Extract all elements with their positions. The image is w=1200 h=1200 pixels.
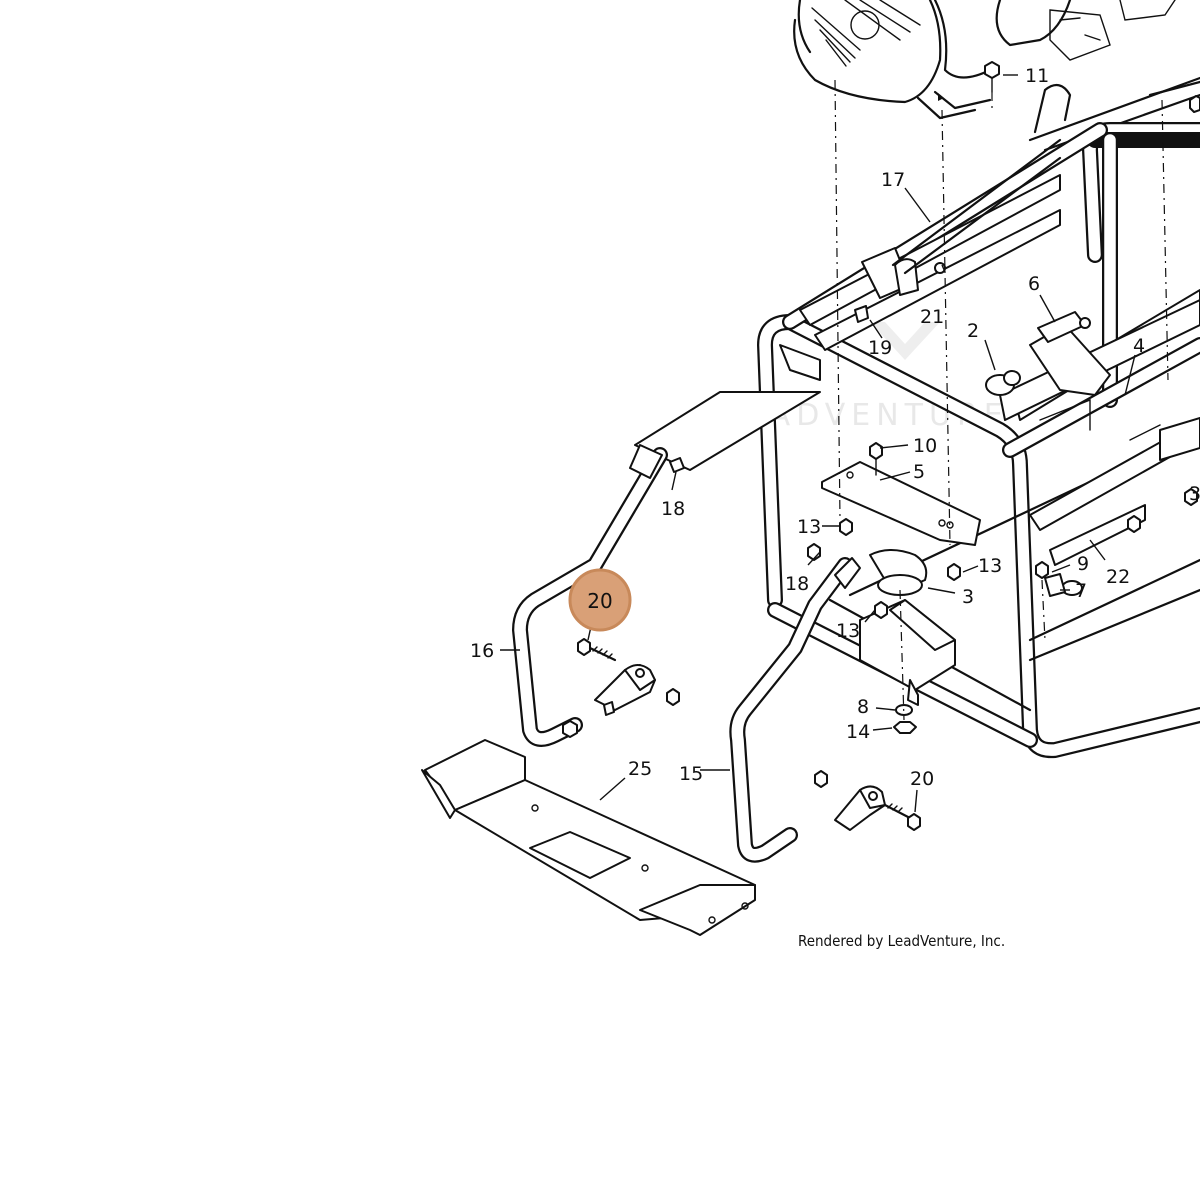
- callout-3[interactable]: 3: [962, 586, 974, 608]
- plate-and-mount: [821, 461, 1083, 706]
- callout-20-b[interactable]: 20: [910, 768, 934, 790]
- top-bracket: [854, 138, 1062, 323]
- callout-18-b[interactable]: 18: [785, 573, 809, 595]
- callout-25[interactable]: 22: [1106, 566, 1130, 588]
- callout-16[interactable]: 16: [470, 640, 494, 662]
- highlight-marker[interactable]: [568, 568, 632, 632]
- callout-2-edge[interactable]: 2: [1186, 131, 1198, 153]
- callout-6[interactable]: 6: [1028, 273, 1040, 295]
- callout-13-a[interactable]: 13: [797, 516, 821, 538]
- callout-13-c[interactable]: 13: [836, 620, 860, 642]
- skid-plate-22: [421, 739, 756, 936]
- highlighted-callout-20[interactable]: 20: [568, 568, 632, 632]
- callout-5[interactable]: 5: [913, 461, 925, 483]
- frame-rails: [779, 174, 1200, 566]
- handle-16: [512, 391, 821, 747]
- callout-10[interactable]: 10: [913, 435, 937, 457]
- handle-15-hardware: [814, 770, 921, 831]
- callout-19[interactable]: 19: [868, 337, 892, 359]
- callout-21[interactable]: 21: [920, 306, 944, 328]
- engine-assembly: [793, 0, 1176, 120]
- callout-13-b[interactable]: 13: [978, 555, 1002, 577]
- assembly-centerlines: [834, 79, 1169, 721]
- callout-8[interactable]: 8: [857, 696, 869, 718]
- callout-11[interactable]: 11: [1025, 65, 1049, 87]
- callout-18-a[interactable]: 18: [661, 498, 685, 520]
- callout-2[interactable]: 2: [967, 320, 979, 342]
- callout-15[interactable]: 15: [679, 763, 703, 785]
- frame-fasteners: [807, 61, 1200, 734]
- callout-22[interactable]: 25: [628, 758, 652, 780]
- handle-16-hardware: [562, 638, 680, 738]
- handle-15: [729, 557, 861, 863]
- callout-14[interactable]: 14: [846, 721, 870, 743]
- callout-leaders: [500, 74, 1136, 813]
- callout-20-highlighted[interactable]: 20: [587, 589, 612, 613]
- engine-mount-parts: [985, 299, 1200, 421]
- render-credit: Rendered by LeadVenture, Inc.: [798, 932, 1006, 950]
- callout-9[interactable]: 9: [1077, 553, 1089, 575]
- callout-7[interactable]: 7: [1075, 580, 1087, 602]
- callout-17[interactable]: 17: [881, 169, 905, 191]
- callout-labels: 11 17 21 19 6 2 4 10 5 13 18 13 3 13 9 7…: [470, 65, 1200, 790]
- callout-3-edge[interactable]: 3: [1189, 483, 1200, 505]
- callout-4[interactable]: 4: [1133, 335, 1145, 357]
